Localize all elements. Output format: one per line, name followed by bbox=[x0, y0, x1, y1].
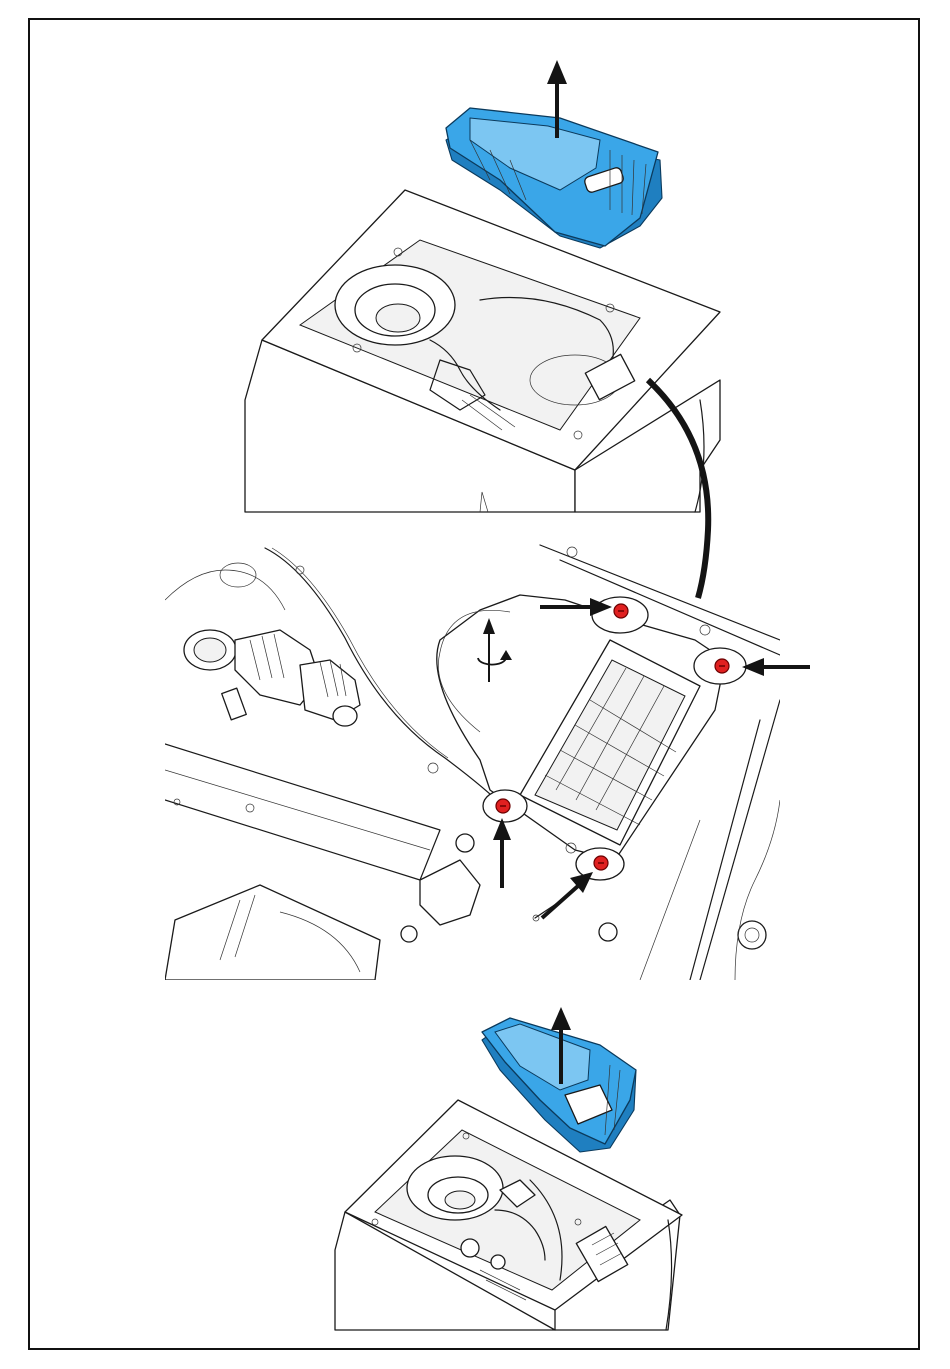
top-appliance-drawing bbox=[245, 190, 720, 512]
detail-view bbox=[165, 545, 780, 980]
bottom-appliance-drawing bbox=[335, 1100, 682, 1330]
